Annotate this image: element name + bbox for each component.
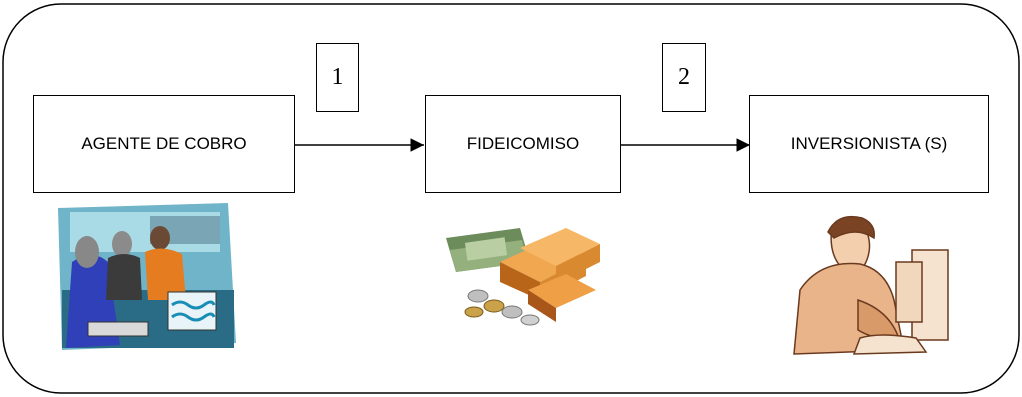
money-and-gold-bars-icon [446,228,600,326]
node-agente-de-cobro: AGENTE DE COBRO [33,95,295,193]
person-at-computer-icon [793,215,949,355]
node-inversionista: INVERSIONISTA (S) [749,95,989,193]
node-label: FIDEICOMISO [466,134,580,153]
step-number-2: 2 [662,43,706,112]
outer-frame [2,3,1020,394]
bank-teller-clipart-icon [58,203,236,350]
node-label: INVERSIONISTA (S) [790,134,948,153]
node-fideicomiso: FIDEICOMISO [425,95,621,193]
node-label: AGENTE DE COBRO [81,134,247,153]
step-number-1: 1 [316,43,359,112]
